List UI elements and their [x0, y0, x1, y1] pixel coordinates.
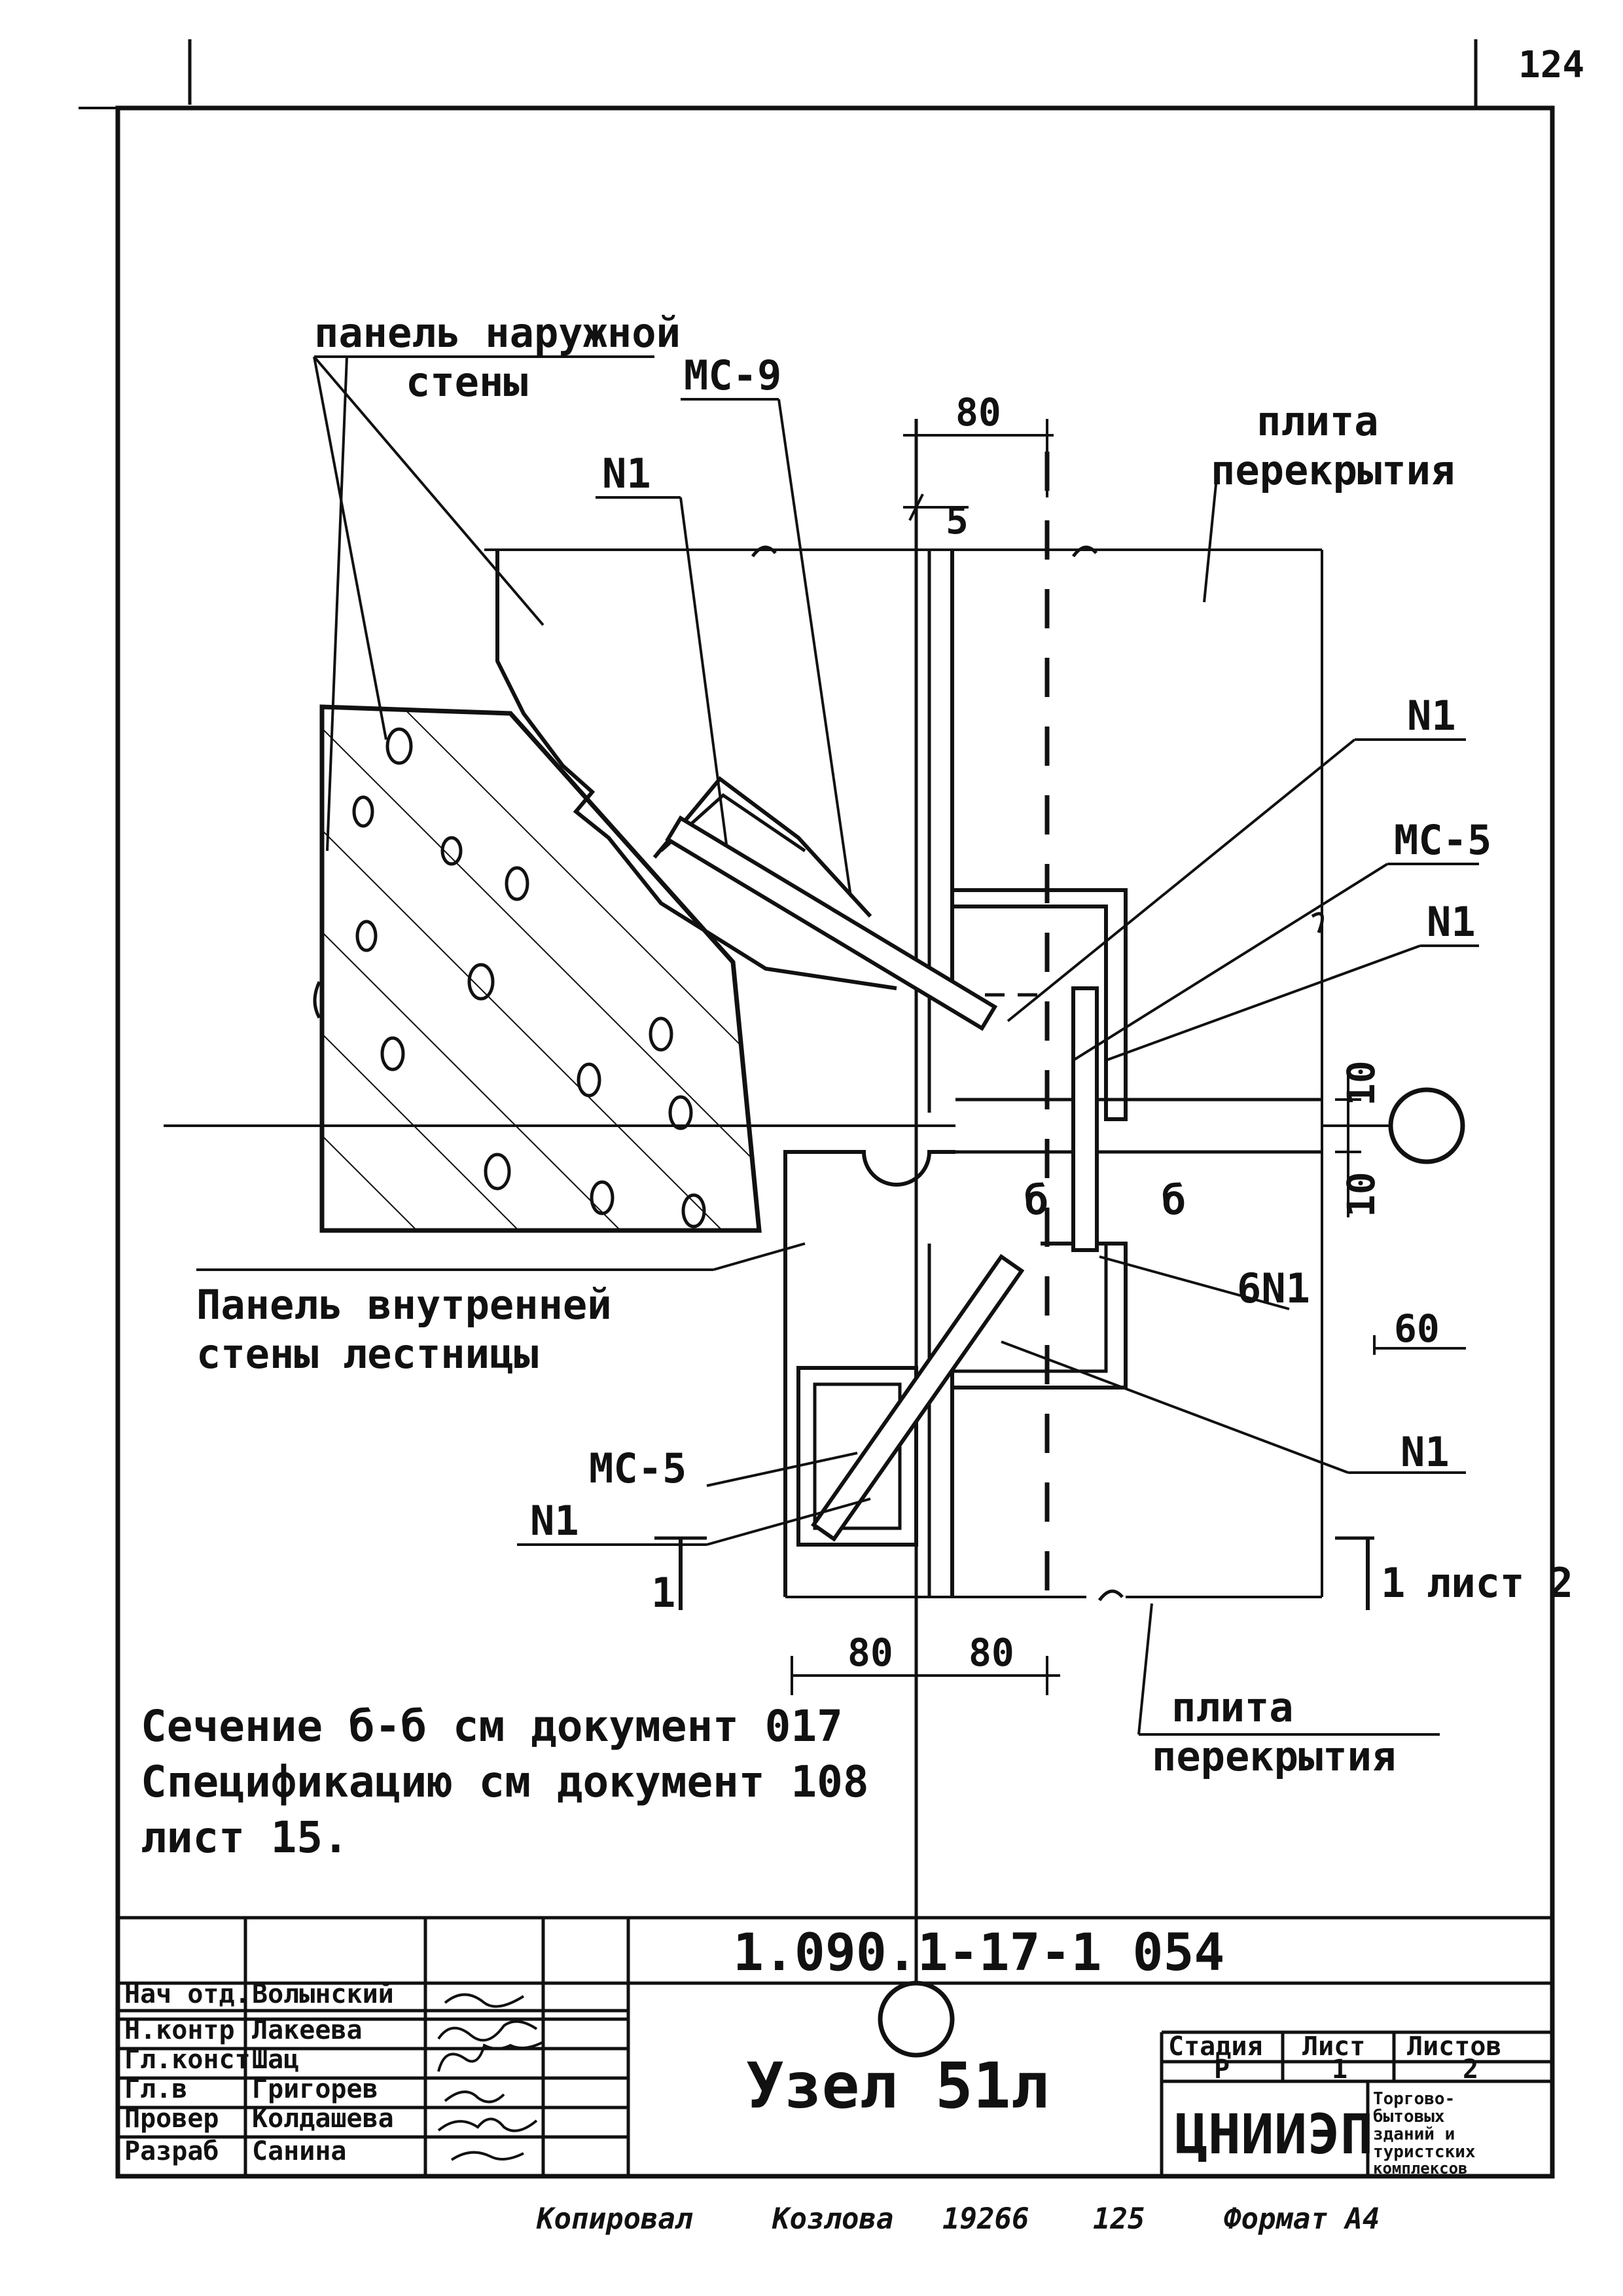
label-outer-wall-2: стены: [406, 358, 528, 406]
dimension-lines: [791, 419, 1361, 1695]
role-6: Разраб: [124, 2136, 219, 2166]
doc-code: 1.090.1-17-1 054: [733, 1924, 1224, 1982]
title-block: [118, 1916, 1552, 2176]
stage-header: Стадия: [1168, 2032, 1263, 2062]
sheet-header: Лист: [1302, 2032, 1365, 2062]
org-desc-4: туристских: [1373, 2142, 1476, 2162]
outer-wall-panel: [313, 704, 762, 1233]
role-3: Гл.конст: [124, 2045, 251, 2075]
note-1: Сечение б-б см документ 017: [141, 1701, 843, 1751]
outer-panel-edge: [495, 550, 897, 990]
label-n1-right-c: N1: [1400, 1428, 1450, 1476]
label-b-left: б: [1024, 1176, 1048, 1224]
label-inner-wall-2: стены лестницы: [196, 1330, 539, 1378]
bar-n1-diagonal-bottom: [811, 1253, 1025, 1542]
label-n1-top: N1: [602, 450, 651, 497]
role-1: Нач отд.: [124, 1979, 251, 2009]
note-3: лист 15.: [141, 1812, 349, 1863]
role-4: Гл.в: [124, 2074, 187, 2104]
label-section-1-right: 1: [1381, 1559, 1405, 1607]
label-slab-top-1: плита: [1257, 397, 1379, 445]
mc9-plate: [652, 776, 872, 918]
dim-80-bottom-left: 80: [847, 1630, 893, 1675]
label-mc9: МС-9: [684, 351, 781, 399]
dim-80-top: 80: [955, 390, 1001, 435]
footer-copier: Козлова: [772, 2202, 893, 2236]
name-6: Санина: [252, 2136, 347, 2166]
page-number: 124: [1518, 44, 1584, 86]
mc5-upper-plate: [952, 888, 1128, 1121]
label-n1-left: N1: [530, 1497, 579, 1545]
sheets-value: 2: [1463, 2054, 1478, 2085]
axis-marker-bottom: [878, 1981, 955, 2058]
name-2: Лакеева: [252, 2015, 363, 2045]
org-desc-3: зданий и: [1373, 2125, 1455, 2144]
sheets-header: Листов: [1407, 2032, 1502, 2062]
inner-panel-top: [783, 1150, 955, 1230]
name-1: Волынский: [252, 1979, 394, 2009]
role-5: Провер: [124, 2104, 219, 2134]
org-desc-2: бытовых: [1373, 2107, 1445, 2126]
signatures: [437, 1993, 544, 2161]
label-slab-bottom-2: перекрытия: [1152, 1732, 1396, 1780]
role-2: Н.контр: [124, 2015, 235, 2045]
label-mc5-left: МС-5: [589, 1444, 687, 1492]
dim-10-top: 10: [1339, 1060, 1383, 1106]
org-desc-1: Торгово-: [1373, 2089, 1455, 2109]
label-n1-right-b: N1: [1427, 898, 1476, 946]
label-inner-wall-1: Панель внутренней: [196, 1281, 612, 1329]
label-6n1: 6N1: [1237, 1265, 1310, 1312]
drawing-title: Узел 51л: [746, 2049, 1048, 2123]
sheet-value: 1: [1332, 2054, 1347, 2085]
label-slab-bottom-1: плита: [1171, 1683, 1294, 1731]
label-b-right: б: [1162, 1176, 1186, 1224]
stage-value: Р: [1214, 2054, 1230, 2085]
name-3: Шац: [252, 2045, 299, 2075]
org-desc-5: комплексов: [1373, 2159, 1468, 2178]
sheet-frame: [115, 105, 1555, 2179]
footer-format: Формат А4: [1224, 2202, 1380, 2236]
dim-80-bottom-right: 80: [969, 1630, 1014, 1675]
leader-lines: [196, 355, 1479, 1736]
label-n1-right-a: N1: [1407, 692, 1456, 740]
label-outer-wall-1: панель наружной: [314, 309, 681, 357]
dim-10-bottom: 10: [1339, 1172, 1383, 1217]
dim-5: 5: [946, 498, 969, 543]
name-4: Григорев: [252, 2074, 378, 2104]
label-slab-top-2: перекрытия: [1211, 446, 1455, 494]
footer-num1: 19266: [942, 2202, 1029, 2236]
bar-n1-diagonal-top: [665, 815, 998, 1031]
label-section-1-left: 1: [651, 1569, 675, 1617]
org-name: ЦНИИЭП: [1175, 2102, 1373, 2166]
note-2: Спецификацию см документ 108: [141, 1757, 869, 1807]
bar-n1-vertical: [1071, 986, 1099, 1252]
footer-copied: Копировал: [536, 2202, 693, 2236]
footer-num2: 125: [1093, 2202, 1145, 2236]
dim-60: 60: [1394, 1306, 1440, 1351]
label-sheet2: лист 2: [1427, 1559, 1573, 1607]
name-5: Колдашева: [252, 2104, 394, 2134]
label-mc5-right: МС-5: [1394, 816, 1491, 864]
lower-embed-box: [796, 1366, 918, 1547]
axis-marker-right: [1388, 1087, 1465, 1164]
